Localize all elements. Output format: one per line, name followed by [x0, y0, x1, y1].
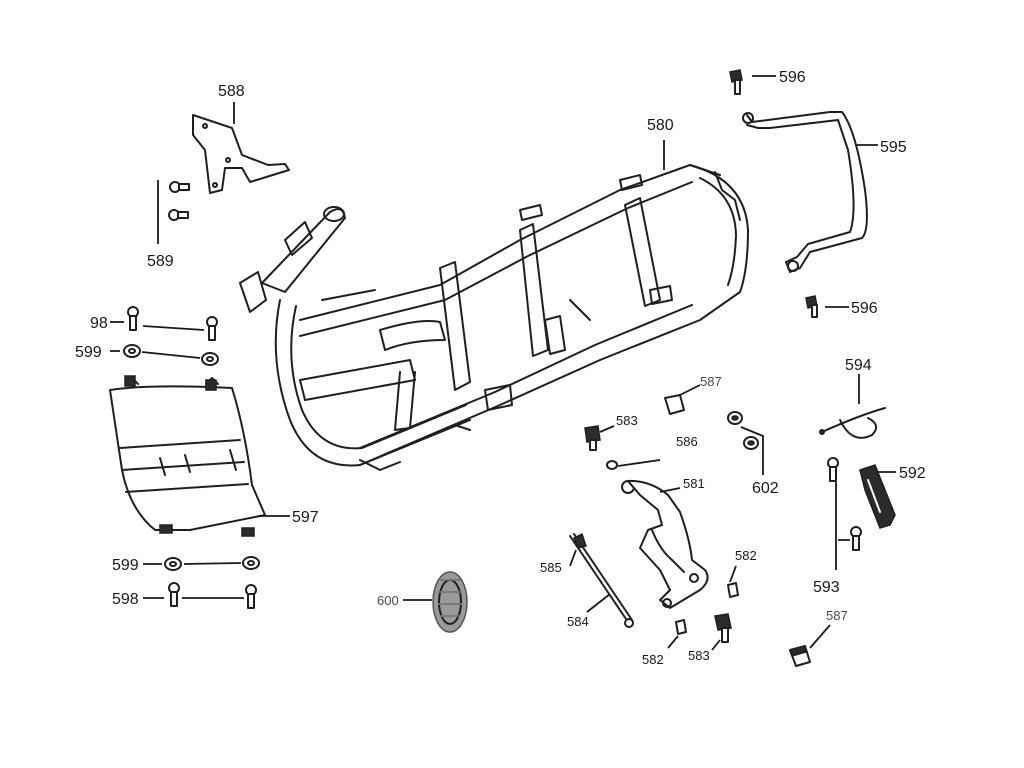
floor-panel-597: [109, 375, 266, 537]
part-labels: 580 588 589 596 595 596 98 599 597 599 5…: [75, 69, 926, 667]
label-592: 592: [899, 465, 926, 482]
bolt-598-left: [127, 306, 139, 331]
label-585: 585: [540, 560, 562, 575]
cable-594: [819, 407, 886, 439]
label-595: 595: [880, 139, 907, 156]
label-599-top: 599: [75, 344, 102, 361]
pin-582-lower: [675, 619, 687, 635]
cap-587-top: [664, 394, 685, 415]
bolt-598-right: [206, 316, 218, 341]
label-583-top: 583: [616, 413, 638, 428]
stand-581: [621, 479, 709, 609]
leader-lines: [110, 75, 896, 651]
washer-599-bottom-right: [242, 556, 260, 570]
cap-587-bottom: [789, 645, 811, 667]
label-582-upper: 582: [735, 548, 757, 563]
label-602: 602: [752, 480, 779, 497]
washer-599-right: [201, 352, 219, 366]
bolt-596-bottom: [805, 295, 818, 318]
bolts-589: [168, 181, 190, 221]
label-583-bottom: 583: [688, 648, 710, 663]
bolt-583-top: [584, 425, 601, 451]
label-596-bottom: 596: [851, 300, 878, 317]
washer-599-left: [123, 344, 141, 358]
bolt-598-bottom-left: [168, 582, 180, 607]
label-581: 581: [683, 476, 705, 491]
label-593: 593: [813, 579, 840, 596]
lock-592: [859, 464, 896, 529]
handle-595: [742, 111, 868, 273]
label-582-lower: 582: [642, 652, 664, 667]
label-598-top: 98: [90, 315, 108, 332]
pin-582-upper: [727, 582, 739, 598]
bracket-588: [192, 114, 290, 194]
bolt-596-top: [729, 69, 743, 95]
label-600: 600: [377, 593, 399, 608]
label-597: 597: [292, 509, 319, 526]
label-587-bottom: 587: [826, 608, 848, 623]
washer-586: [606, 460, 618, 470]
label-596-top: 596: [779, 69, 806, 86]
washer-599-bottom-left: [164, 557, 182, 571]
label-584: 584: [567, 614, 589, 629]
label-580: 580: [647, 117, 674, 134]
label-599-bottom: 599: [112, 557, 139, 574]
bolts-593: [827, 457, 862, 551]
bolt-598-bottom-right: [245, 584, 257, 609]
label-586: 586: [676, 434, 698, 449]
bolt-583-bottom: [714, 613, 732, 643]
reflector-600: [432, 571, 468, 633]
label-587-top: 587: [700, 374, 722, 389]
label-588: 588: [218, 83, 245, 100]
label-594: 594: [845, 357, 872, 374]
label-598-bottom: 598: [112, 591, 139, 608]
label-589: 589: [147, 253, 174, 270]
nuts-602: [727, 411, 759, 450]
spring-rod-584: [569, 532, 634, 628]
main-frame: [239, 164, 749, 471]
